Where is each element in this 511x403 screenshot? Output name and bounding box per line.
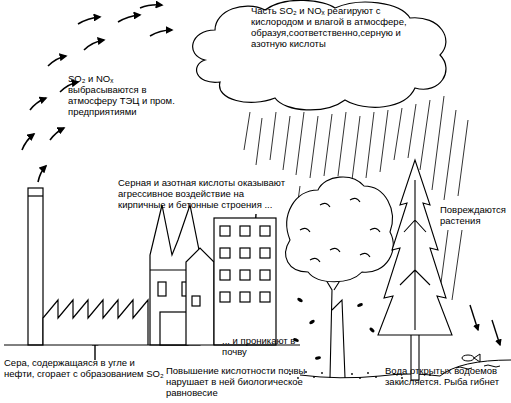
buildings — [220, 270, 230, 280]
smoke-arrows — [140, 5, 162, 8]
falling-leaves — [297, 297, 304, 303]
annotation-label: Повреждаются растения — [440, 205, 510, 227]
buildings — [220, 248, 230, 258]
cloud-outline — [193, 0, 446, 110]
rain-lines — [366, 112, 374, 178]
buildings — [186, 248, 214, 345]
falling-leaves — [357, 302, 364, 307]
rain-lines — [432, 96, 444, 190]
rain-lines — [256, 118, 262, 165]
annotation-label: Серная и азотная кислоты оказывают агрес… — [118, 178, 294, 211]
factory — [28, 188, 43, 345]
buildings — [240, 270, 250, 280]
factory — [43, 300, 148, 345]
falling-leaves — [315, 356, 321, 360]
falling-leaves — [369, 327, 376, 333]
buildings — [260, 248, 270, 258]
falling-leaves — [293, 297, 376, 360]
soil-dots — [321, 372, 323, 374]
buildings — [192, 296, 200, 306]
buildings — [220, 226, 230, 236]
buildings — [260, 226, 270, 236]
fish — [474, 354, 480, 362]
rain-lines — [296, 112, 304, 175]
buildings — [158, 282, 166, 296]
rain-lines — [244, 112, 250, 150]
soil-dots — [351, 373, 353, 375]
smoke-arrows — [30, 98, 46, 110]
smoke-arrows — [78, 17, 100, 24]
falling-leaves — [309, 319, 316, 325]
buildings — [240, 226, 250, 236]
rain-lines — [458, 120, 468, 196]
rain-lines — [380, 110, 388, 172]
rain-arrows — [492, 320, 500, 345]
rain-arrows — [470, 305, 478, 330]
deciduous-tree — [286, 177, 394, 282]
rain-lines — [394, 108, 402, 160]
smoke-arrows — [150, 30, 172, 36]
smoke-arrows — [38, 166, 46, 182]
rain-lines — [270, 112, 276, 160]
rain-lines — [444, 110, 456, 200]
annotation-label: SO₂ и NOₓ выбрасываются в атмосферу ТЭЦ … — [68, 74, 180, 118]
deciduous-tree — [300, 198, 380, 262]
cloud-text: Часть SO₂ и NOₓ реагируют с кислородом и… — [251, 6, 429, 50]
factory — [28, 195, 43, 196]
soil-dots — [375, 376, 377, 378]
soil-dots — [313, 376, 315, 378]
cloud-node: Часть SO₂ и NOₓ реагируют с кислородом и… — [185, 0, 455, 115]
fir-tree — [400, 180, 430, 330]
fish — [462, 355, 474, 361]
rain-lines — [408, 104, 416, 158]
rain-lines — [452, 230, 462, 300]
buildings — [160, 312, 188, 345]
rain-lines — [283, 116, 290, 170]
smoke-arrows — [84, 40, 104, 50]
smoke-arrows — [48, 56, 66, 66]
fish — [462, 354, 480, 362]
soil-dots — [359, 377, 361, 379]
soil-dots — [305, 371, 307, 373]
deciduous-tree — [286, 177, 394, 378]
annotation-label: ... и проникают в почву — [222, 336, 302, 358]
fir-tree — [378, 160, 452, 335]
fir-tree — [378, 160, 452, 380]
buildings — [240, 248, 250, 258]
buildings — [214, 218, 276, 345]
rain-lines — [310, 116, 318, 178]
rain-lines — [338, 112, 346, 176]
rain-lines — [324, 114, 332, 176]
factory — [28, 188, 148, 345]
annotation-label: Вода открытых водоемов закисляется. Рыба… — [385, 366, 510, 388]
smoke-arrows — [50, 128, 64, 140]
rain-lines — [352, 116, 360, 180]
annotation-label: Сера, содержащаяся в угле и нефти, сгора… — [4, 358, 164, 380]
buildings — [150, 205, 276, 345]
deciduous-tree — [320, 268, 348, 378]
buildings — [220, 292, 230, 302]
buildings — [240, 292, 250, 302]
buildings — [260, 270, 270, 280]
soil-dots — [367, 372, 369, 374]
buildings — [260, 292, 270, 302]
smoke-arrows — [118, 15, 140, 22]
annotation-label: Повышение кислотности почвы нарушает в н… — [166, 366, 316, 399]
rain-lines — [420, 100, 430, 170]
rain-lines — [440, 230, 448, 290]
smoke-arrows — [22, 134, 34, 150]
